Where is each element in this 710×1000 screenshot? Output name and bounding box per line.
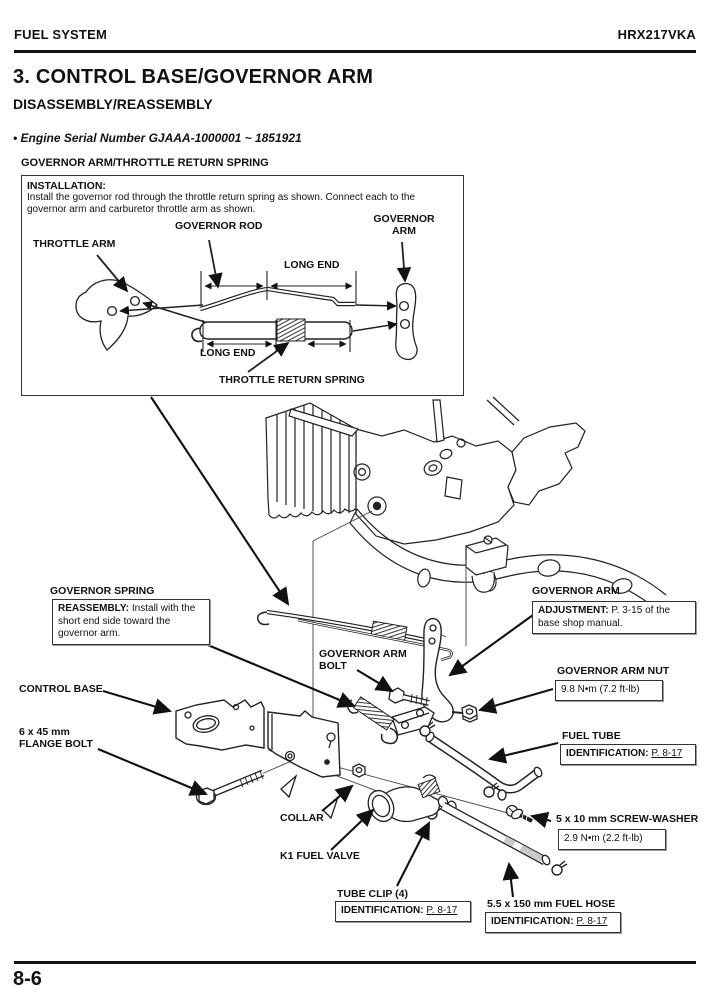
governor-arm-nut-torque-box: 9.8 N•m (7.2 ft-lb) — [555, 680, 663, 701]
label-screw-washer: 5 x 10 mm SCREW-WASHER — [556, 813, 699, 825]
flange-bolt-part — [195, 769, 265, 806]
page-subtitle: DISASSEMBLY/REASSEMBLY — [13, 96, 213, 112]
label-governor-arm-bolt: GOVERNOR ARM BOLT — [319, 648, 407, 673]
id-label: IDENTIFICATION: — [566, 748, 649, 759]
note-title: REASSEMBLY: — [58, 603, 130, 614]
fuel-hose-id-box: IDENTIFICATION: P. 8-17 — [485, 912, 621, 933]
id-label: IDENTIFICATION: — [491, 916, 574, 927]
governor-spring-note-box: REASSEMBLY: Install with the short end s… — [52, 599, 210, 645]
fuel-hose-part — [440, 802, 551, 866]
section-title: FUEL SYSTEM — [14, 27, 107, 42]
governor-spring-part — [346, 696, 399, 745]
label-governor-spring: GOVERNOR SPRING — [50, 585, 155, 597]
label-fuel-hose: 5.5 x 150 mm FUEL HOSE — [487, 898, 616, 910]
label-governor-arm: GOVERNOR ARM — [373, 213, 435, 238]
installation-diagram — [75, 239, 418, 373]
installation-body-line1: Install the governor rod through the thr… — [27, 192, 416, 203]
page-title: 3. CONTROL BASE/GOVERNOR ARM — [13, 66, 374, 88]
screw-washer-part — [505, 804, 533, 823]
leader-arrows — [97, 396, 559, 898]
label-fuel-valve: K1 FUEL VALVE — [280, 850, 360, 862]
installation-note-title: INSTALLATION: — [27, 180, 106, 192]
exploded-parts — [175, 609, 568, 876]
engine-illustration — [265, 396, 667, 613]
header-rule — [14, 50, 696, 53]
page-ref-link[interactable]: P. 8-17 — [651, 748, 683, 759]
note-title: ADJUSTMENT: — [538, 605, 609, 616]
control-base-part — [175, 699, 341, 778]
governor-arm-note-box: ADJUSTMENT: P. 3-15 of the base shop man… — [532, 601, 696, 634]
page-ref-link[interactable]: P. 8-17 — [426, 905, 458, 916]
note-body: P. 3-15 of the base shop manual. — [538, 605, 671, 629]
page-number: 8-6 — [13, 968, 42, 990]
label-governor-arm-nut: GOVERNOR ARM NUT — [557, 665, 670, 677]
label-long-end-top: LONG END — [284, 259, 340, 271]
tube-clip-parts — [419, 721, 568, 876]
installation-heading: GOVERNOR ARM/THROTTLE RETURN SPRING — [21, 157, 269, 169]
model-number: HRX217VKA — [617, 27, 696, 42]
serial-number-note: • Engine Serial Number GJAAA-1000001 ~ 1… — [13, 131, 302, 145]
label-tube-clip: TUBE CLIP (4) — [337, 888, 408, 900]
fuel-tube-part — [425, 731, 543, 794]
label-governor-rod: GOVERNOR ROD — [175, 220, 263, 232]
tube-clip-id-box: IDENTIFICATION: P. 8-17 — [335, 901, 471, 922]
installation-body-line2: governor arm and carburetor throttle arm… — [27, 204, 256, 215]
label-long-end-bottom: LONG END — [200, 347, 256, 359]
label-throttle-return-spring: THROTTLE RETURN SPRING — [219, 374, 365, 386]
label-flange-bolt: 6 x 45 mm FLANGE BOLT — [19, 726, 93, 751]
label-control-base: CONTROL BASE — [19, 683, 103, 695]
note-body: Install with the short end side toward t… — [58, 603, 196, 639]
fuel-tube-id-box: IDENTIFICATION: P. 8-17 — [560, 744, 696, 765]
screw-washer-torque-box: 2.9 N•m (2.2 ft-lb) — [558, 829, 666, 850]
page-ref-link[interactable]: P. 8-17 — [576, 916, 608, 927]
label-throttle-arm: THROTTLE ARM — [33, 238, 116, 250]
footer-rule — [14, 961, 696, 964]
direction-arrow — [280, 773, 298, 799]
governor-arm-nut-part — [461, 704, 478, 723]
label-collar: COLLAR — [280, 812, 324, 824]
installation-box — [21, 175, 464, 396]
fuel-valve-part — [367, 774, 457, 823]
collar-part — [352, 763, 366, 778]
label-fuel-tube: FUEL TUBE — [562, 730, 621, 742]
id-label: IDENTIFICATION: — [341, 905, 424, 916]
governor-arm-bolt-part — [388, 687, 430, 707]
governor-rod-assembly — [256, 609, 453, 662]
label-governor-arm-callout: GOVERNOR ARM — [532, 585, 620, 597]
